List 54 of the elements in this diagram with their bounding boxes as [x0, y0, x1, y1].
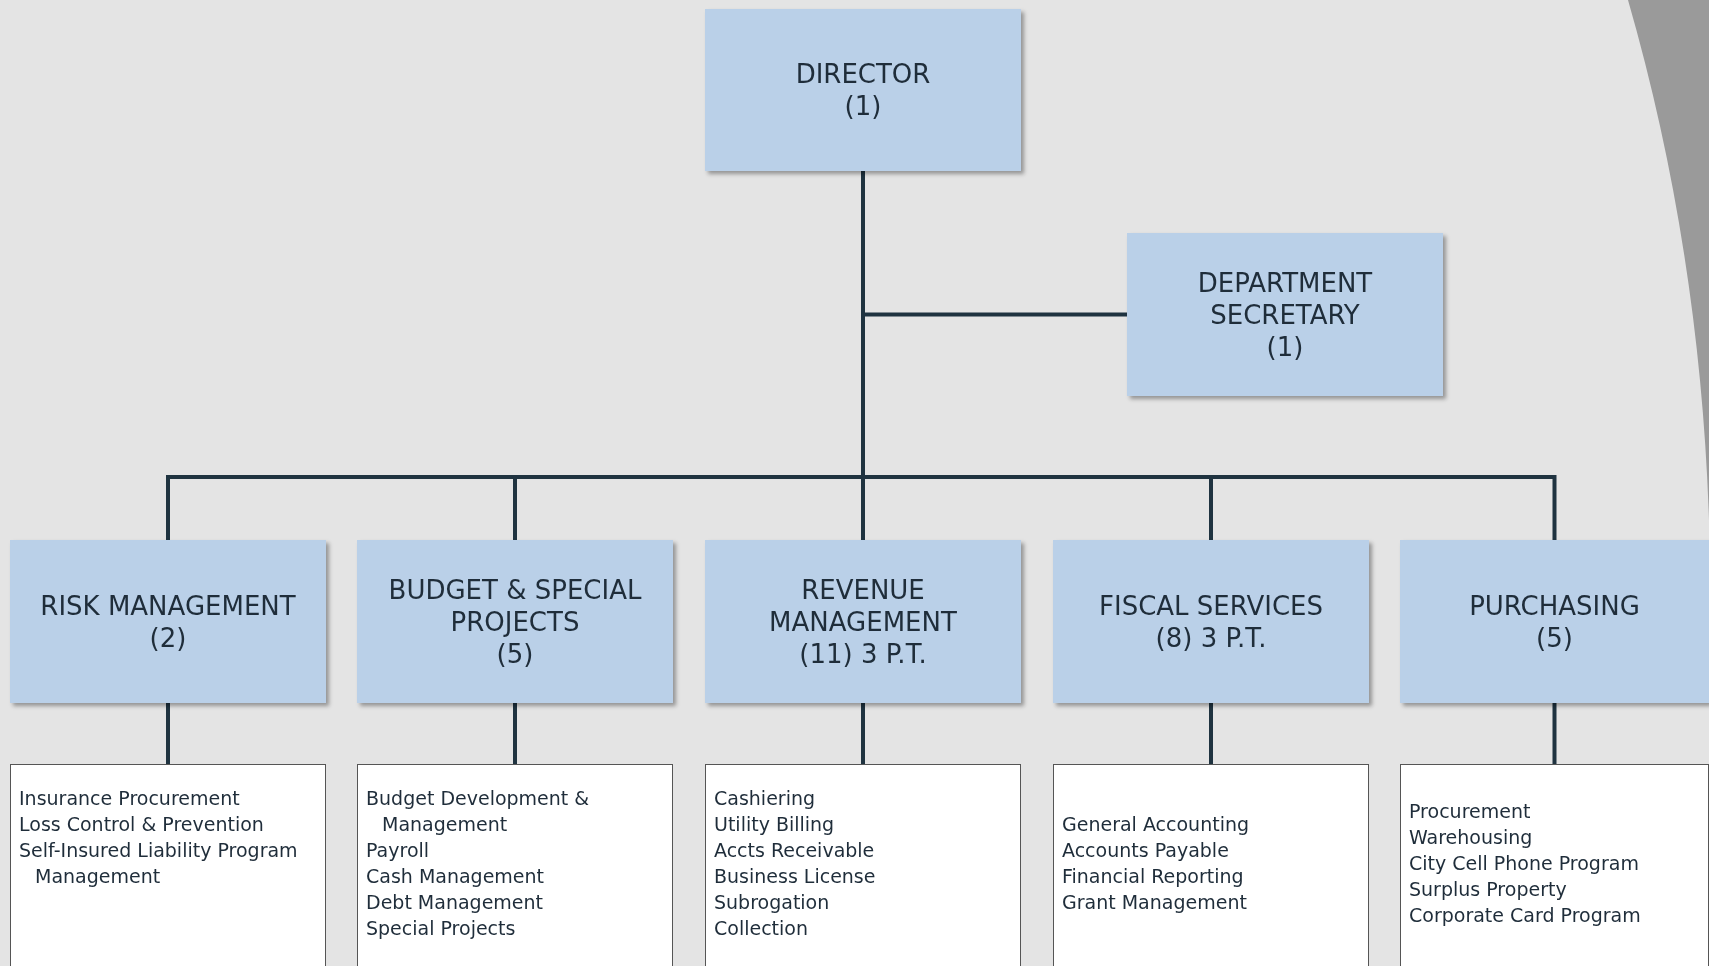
duty-item: Payroll — [366, 838, 431, 863]
position-box — [705, 9, 1021, 171]
staff-count: (2) — [149, 621, 187, 654]
position-title: RISK MANAGEMENT — [40, 589, 296, 622]
position-box — [1127, 233, 1443, 396]
duty-item: Cash Management — [366, 864, 546, 889]
position-title: REVENUE MANAGEMENT — [768, 573, 958, 638]
duty-item: Business License — [714, 864, 877, 889]
connector-line — [513, 703, 517, 764]
duties-box — [1053, 764, 1369, 966]
position-box — [10, 540, 326, 703]
connector-line — [1209, 703, 1213, 764]
duty-item: Warehousing — [1409, 825, 1534, 850]
duties-box — [1400, 764, 1709, 966]
duty-item: Cashiering — [714, 786, 816, 811]
duty-item: Collection — [714, 916, 809, 941]
duty-item: Accounts Payable — [1062, 838, 1230, 863]
position-box — [357, 540, 673, 703]
position-box — [705, 540, 1021, 703]
position-title: DIRECTOR — [795, 58, 931, 90]
position-box — [1053, 540, 1369, 703]
duty-item: Corporate Card Program — [1409, 903, 1642, 928]
staff-count: (5) — [496, 637, 534, 670]
connector-line — [1552, 703, 1557, 764]
duty-item: Surplus Property — [1409, 877, 1568, 902]
duty-item: Financial Reporting — [1062, 864, 1245, 889]
connector-line — [861, 703, 865, 764]
duty-item: Self-Insured Liability Program Management — [19, 838, 299, 889]
position-title: DEPARTMENT SECRETARY — [1196, 266, 1374, 331]
staff-count: (1) — [1266, 330, 1304, 363]
duty-item: Subrogation — [714, 890, 831, 915]
duty-item: Budget Development & Management — [366, 786, 591, 837]
duties-box — [10, 764, 326, 966]
staff-count: (5) — [1536, 621, 1573, 654]
duty-item: Insurance Procurement — [19, 786, 241, 811]
position-title: BUDGET & SPECIAL PROJECTS — [387, 573, 643, 638]
duties-box — [357, 764, 673, 966]
connector-line — [166, 703, 170, 764]
duty-item: General Accounting — [1062, 812, 1250, 837]
duty-item: City Cell Phone Program — [1409, 851, 1640, 876]
position-title: FISCAL SERVICES — [1099, 589, 1323, 622]
duty-item: Accts Receivable — [714, 838, 876, 863]
position-box — [1400, 540, 1709, 703]
duty-item: Special Projects — [366, 916, 517, 941]
duty-item: Loss Control & Prevention — [19, 812, 265, 837]
staff-count: (11) 3 P.T. — [799, 637, 927, 670]
duty-item: Utility Billing — [714, 812, 836, 837]
position-title: PURCHASING — [1469, 589, 1640, 622]
duty-item: Debt Management — [366, 890, 545, 915]
duty-item: Grant Management — [1062, 890, 1248, 915]
duties-box — [705, 764, 1021, 966]
staff-count: (1) — [844, 90, 882, 122]
staff-count: (8) 3 P.T. — [1155, 621, 1267, 654]
duty-item: Procurement — [1409, 799, 1532, 824]
